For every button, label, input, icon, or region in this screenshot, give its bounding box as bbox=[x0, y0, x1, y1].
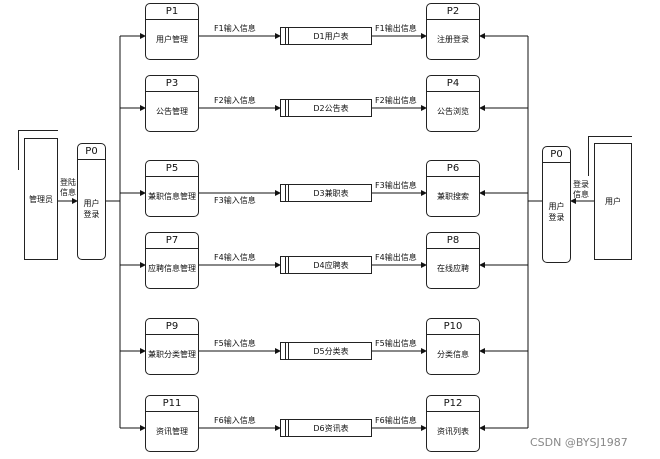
output-flow-label: F5输出信息 bbox=[375, 339, 417, 348]
store-bar bbox=[288, 185, 289, 201]
store-bar bbox=[288, 343, 289, 359]
process-label: 兼职信息管理 bbox=[148, 191, 196, 201]
process-p2: P2 注册登录 bbox=[426, 3, 480, 60]
process-p11: P11 资讯管理 bbox=[145, 395, 199, 452]
process-p4: P4 公告浏览 bbox=[426, 75, 480, 132]
process-id: P5 bbox=[146, 161, 198, 177]
process-label: 在线应聘 bbox=[437, 263, 469, 273]
process-label: 公告浏览 bbox=[437, 106, 469, 116]
store-label: D5分类表 bbox=[313, 346, 349, 356]
login-process-left: P0 用户登录 bbox=[77, 143, 106, 260]
user-entity: 用户 bbox=[594, 143, 632, 260]
data-store-1: D1用户表 bbox=[280, 27, 372, 45]
process-id: P1 bbox=[146, 4, 198, 20]
user-entity-side-line bbox=[588, 136, 589, 176]
output-flow-label: F2输出信息 bbox=[375, 96, 417, 105]
user-entity-label: 用户 bbox=[605, 197, 621, 206]
input-flow-label: F5输入信息 bbox=[214, 339, 256, 348]
process-id: P4 bbox=[427, 76, 479, 92]
output-flow-label: F3输出信息 bbox=[375, 181, 417, 190]
data-store-5: D5分类表 bbox=[280, 342, 372, 360]
store-label: D1用户表 bbox=[313, 31, 349, 41]
store-label: D3兼职表 bbox=[313, 188, 349, 198]
input-flow-label: F1输入信息 bbox=[214, 24, 256, 33]
process-p7: P7 应聘信息管理 bbox=[145, 232, 199, 289]
store-label: D4应聘表 bbox=[313, 260, 349, 270]
process-id: P8 bbox=[427, 233, 479, 249]
process-id: P2 bbox=[427, 4, 479, 20]
process-p5: P5 兼职信息管理 bbox=[145, 160, 199, 217]
login-flow-label-right: 登录信息 bbox=[573, 180, 589, 199]
process-label: 公告管理 bbox=[156, 106, 188, 116]
process-label: 资讯列表 bbox=[437, 426, 469, 436]
process-label: 注册登录 bbox=[437, 34, 469, 44]
process-id: P3 bbox=[146, 76, 198, 92]
process-id: P6 bbox=[427, 161, 479, 177]
output-flow-label: F6输出信息 bbox=[375, 416, 417, 425]
process-id: P12 bbox=[427, 396, 479, 412]
process-id: P7 bbox=[146, 233, 198, 249]
store-bar bbox=[285, 420, 286, 436]
process-p6: P6 兼职搜索 bbox=[426, 160, 480, 217]
login-flow-label-left: 登陆信息 bbox=[60, 178, 76, 197]
store-label: D6资讯表 bbox=[313, 423, 349, 433]
process-id: P10 bbox=[427, 319, 479, 335]
process-p8: P8 在线应聘 bbox=[426, 232, 480, 289]
login-process-right-id: P0 bbox=[543, 147, 570, 163]
process-label: 兼职分类管理 bbox=[148, 349, 196, 359]
store-bar bbox=[288, 257, 289, 273]
input-flow-label: F6输入信息 bbox=[214, 416, 256, 425]
process-label: 用户管理 bbox=[156, 34, 188, 44]
login-process-left-label: 用户登录 bbox=[83, 199, 100, 219]
output-flow-label: F1输出信息 bbox=[375, 24, 417, 33]
process-p10: P10 分类信息 bbox=[426, 318, 480, 375]
data-store-6: D6资讯表 bbox=[280, 419, 372, 437]
store-bar bbox=[288, 420, 289, 436]
login-process-left-id: P0 bbox=[78, 144, 105, 160]
process-p12: P12 资讯列表 bbox=[426, 395, 480, 452]
process-id: P11 bbox=[146, 396, 198, 412]
login-process-right-label: 用户登录 bbox=[548, 202, 565, 222]
watermark: CSDN @BYSJ1987 bbox=[530, 436, 628, 449]
process-label: 应聘信息管理 bbox=[148, 263, 196, 273]
process-p1: P1 用户管理 bbox=[145, 3, 199, 60]
store-bar bbox=[285, 100, 286, 116]
process-id: P9 bbox=[146, 319, 198, 335]
admin-entity-side-line bbox=[18, 130, 19, 170]
input-flow-label: F3输入信息 bbox=[214, 196, 256, 205]
process-label: 兼职搜索 bbox=[437, 191, 469, 201]
login-process-right: P0 用户登录 bbox=[542, 146, 571, 263]
process-p9: P9 兼职分类管理 bbox=[145, 318, 199, 375]
admin-entity-label: 管理员 bbox=[29, 194, 53, 204]
input-flow-label: F2输入信息 bbox=[214, 96, 256, 105]
process-p3: P3 公告管理 bbox=[145, 75, 199, 132]
admin-entity-top-line bbox=[18, 130, 58, 131]
store-bar bbox=[285, 28, 286, 44]
data-store-3: D3兼职表 bbox=[280, 184, 372, 202]
store-label: D2公告表 bbox=[313, 103, 349, 113]
data-store-2: D2公告表 bbox=[280, 99, 372, 117]
user-entity-top-line bbox=[588, 136, 632, 137]
admin-entity: 管理员 bbox=[24, 138, 58, 260]
store-bar bbox=[285, 257, 286, 273]
store-bar bbox=[288, 100, 289, 116]
output-flow-label: F4输出信息 bbox=[375, 253, 417, 262]
process-label: 资讯管理 bbox=[156, 426, 188, 436]
store-bar bbox=[288, 28, 289, 44]
process-label: 分类信息 bbox=[437, 349, 469, 359]
store-bar bbox=[285, 185, 286, 201]
data-store-4: D4应聘表 bbox=[280, 256, 372, 274]
store-bar bbox=[285, 343, 286, 359]
input-flow-label: F4输入信息 bbox=[214, 253, 256, 262]
